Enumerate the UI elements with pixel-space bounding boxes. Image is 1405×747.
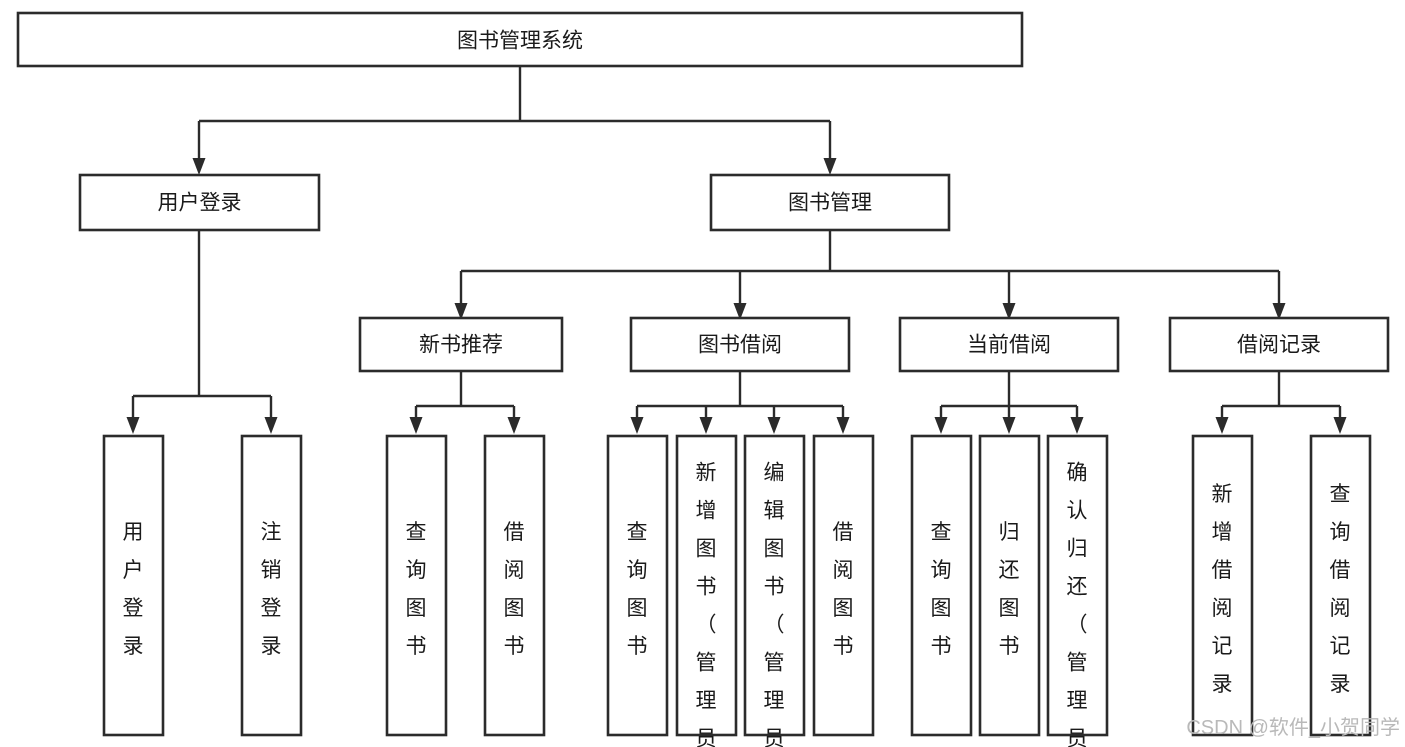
node-new-book-recommend-label: 新书推荐: [419, 334, 503, 357]
arrow-current-borrow-leaf3: [1070, 417, 1084, 434]
arrow-current-borrow-leaf1: [934, 417, 948, 434]
leaf-user-login-login[interactable]: 用户登录: [102, 434, 165, 737]
leaf-current-borrow-return-label: 归还图书: [999, 521, 1020, 658]
leaf-borrow-record-add-box[interactable]: [1191, 434, 1254, 737]
node-book-borrow-box[interactable]: [629, 316, 851, 373]
leaf-user-login-logout-box[interactable]: [240, 434, 303, 737]
arrow-user-login-leaf1: [126, 417, 140, 434]
leaf-book-borrow-query-box[interactable]: [606, 434, 669, 737]
leaf-new-book-borrow[interactable]: 借阅图书: [483, 434, 546, 737]
node-book-management-box[interactable]: [709, 173, 951, 232]
leaf-book-borrow-edit-box[interactable]: [743, 434, 806, 737]
leaf-current-borrow-query-label: 查询图书: [931, 521, 952, 658]
leaf-borrow-record-add[interactable]: 新增借阅记录: [1191, 434, 1254, 737]
leaf-book-borrow-borrow[interactable]: 借阅图书: [812, 434, 875, 737]
arrow-to-book-borrow: [733, 303, 747, 320]
csdn-watermark: CSDN @软件_小贺同学: [1186, 716, 1400, 739]
node-new-book-recommend[interactable]: 新书推荐: [358, 316, 564, 373]
arrow-borrow-record-leaf1: [1215, 417, 1229, 434]
arrow-to-book-manage: [823, 158, 837, 175]
leaf-current-borrow-query-box[interactable]: [910, 434, 973, 737]
leaf-borrow-record-query-label: 查询借阅记录: [1330, 483, 1351, 696]
leaf-user-login-logout[interactable]: 注销登录: [240, 434, 303, 737]
node-new-book-recommend-box[interactable]: [358, 316, 564, 373]
leaf-borrow-record-query[interactable]: 查询借阅记录: [1309, 434, 1372, 737]
arrow-borrow-record-leaf2: [1333, 417, 1347, 434]
node-book-management[interactable]: 图书管理: [709, 173, 951, 232]
leaf-new-book-borrow-label: 借阅图书: [504, 521, 525, 658]
leaf-current-borrow-confirm[interactable]: 确认归还（管理员）: [1046, 434, 1109, 747]
leaf-book-borrow-add-box[interactable]: [675, 434, 738, 737]
arrow-book-borrow-leaf2: [699, 417, 713, 434]
node-user-login-box[interactable]: [78, 173, 321, 232]
leaf-book-borrow-edit[interactable]: 编辑图书（管理员）: [743, 434, 806, 747]
node-root-label: 图书管理系统: [457, 30, 583, 53]
leaf-current-borrow-return-box[interactable]: [978, 434, 1041, 737]
leaf-book-borrow-add-label: 新增图书（管理员）: [696, 462, 717, 747]
leaf-new-book-query[interactable]: 查询图书: [385, 434, 448, 737]
leaf-current-borrow-confirm-label: 确认归还（管理员）: [1067, 462, 1088, 747]
leaf-new-book-query-box[interactable]: [385, 434, 448, 737]
node-root-box[interactable]: [16, 11, 1024, 68]
arrow-to-new-book: [454, 303, 468, 320]
arrow-new-book-leaf2: [507, 417, 521, 434]
arrow-to-current-borrow: [1002, 303, 1016, 320]
node-borrow-record-label: 借阅记录: [1237, 334, 1321, 357]
leaf-user-login-login-label: 用户登录: [123, 521, 144, 658]
connector-layer: [126, 65, 1347, 434]
node-book-borrow-label: 图书借阅: [698, 334, 782, 357]
arrow-book-borrow-leaf3: [767, 417, 781, 434]
arrow-book-borrow-leaf1: [630, 417, 644, 434]
arrow-book-borrow-leaf4: [836, 417, 850, 434]
arrow-to-user-login: [192, 158, 206, 175]
node-book-borrow[interactable]: 图书借阅: [629, 316, 851, 373]
leaf-current-borrow-return[interactable]: 归还图书: [978, 434, 1041, 737]
arrow-user-login-leaf2: [264, 417, 278, 434]
leaf-borrow-record-query-box[interactable]: [1309, 434, 1372, 737]
leaf-book-borrow-edit-label: 编辑图书（管理员）: [764, 462, 785, 747]
leaf-user-login-login-box[interactable]: [102, 434, 165, 737]
leaf-new-book-query-label: 查询图书: [406, 521, 427, 658]
leaf-user-login-logout-label: 注销登录: [261, 521, 282, 658]
leaf-current-borrow-query[interactable]: 查询图书: [910, 434, 973, 737]
leaf-new-book-borrow-box[interactable]: [483, 434, 546, 737]
leaf-borrow-record-add-label: 新增借阅记录: [1212, 483, 1233, 696]
leaf-book-borrow-borrow-label: 借阅图书: [833, 521, 854, 658]
node-current-borrow-label: 当前借阅: [967, 334, 1051, 357]
node-current-borrow-box[interactable]: [898, 316, 1120, 373]
node-root-book-management-system[interactable]: 图书管理系统: [16, 11, 1024, 68]
leaf-book-borrow-add[interactable]: 新增图书（管理员）: [675, 434, 738, 747]
node-book-management-label: 图书管理: [788, 192, 872, 215]
arrow-to-borrow-record: [1272, 303, 1286, 320]
node-borrow-record-box[interactable]: [1168, 316, 1390, 373]
leaf-current-borrow-confirm-box[interactable]: [1046, 434, 1109, 737]
node-user-login[interactable]: 用户登录: [78, 173, 321, 232]
node-user-login-label: 用户登录: [158, 192, 242, 215]
arrow-new-book-leaf1: [409, 417, 423, 434]
leaf-book-borrow-borrow-box[interactable]: [812, 434, 875, 737]
leaf-book-borrow-query-label: 查询图书: [627, 521, 648, 658]
node-borrow-record[interactable]: 借阅记录: [1168, 316, 1390, 373]
leaf-book-borrow-query[interactable]: 查询图书: [606, 434, 669, 737]
node-current-borrow[interactable]: 当前借阅: [898, 316, 1120, 373]
arrow-current-borrow-leaf2: [1002, 417, 1016, 434]
